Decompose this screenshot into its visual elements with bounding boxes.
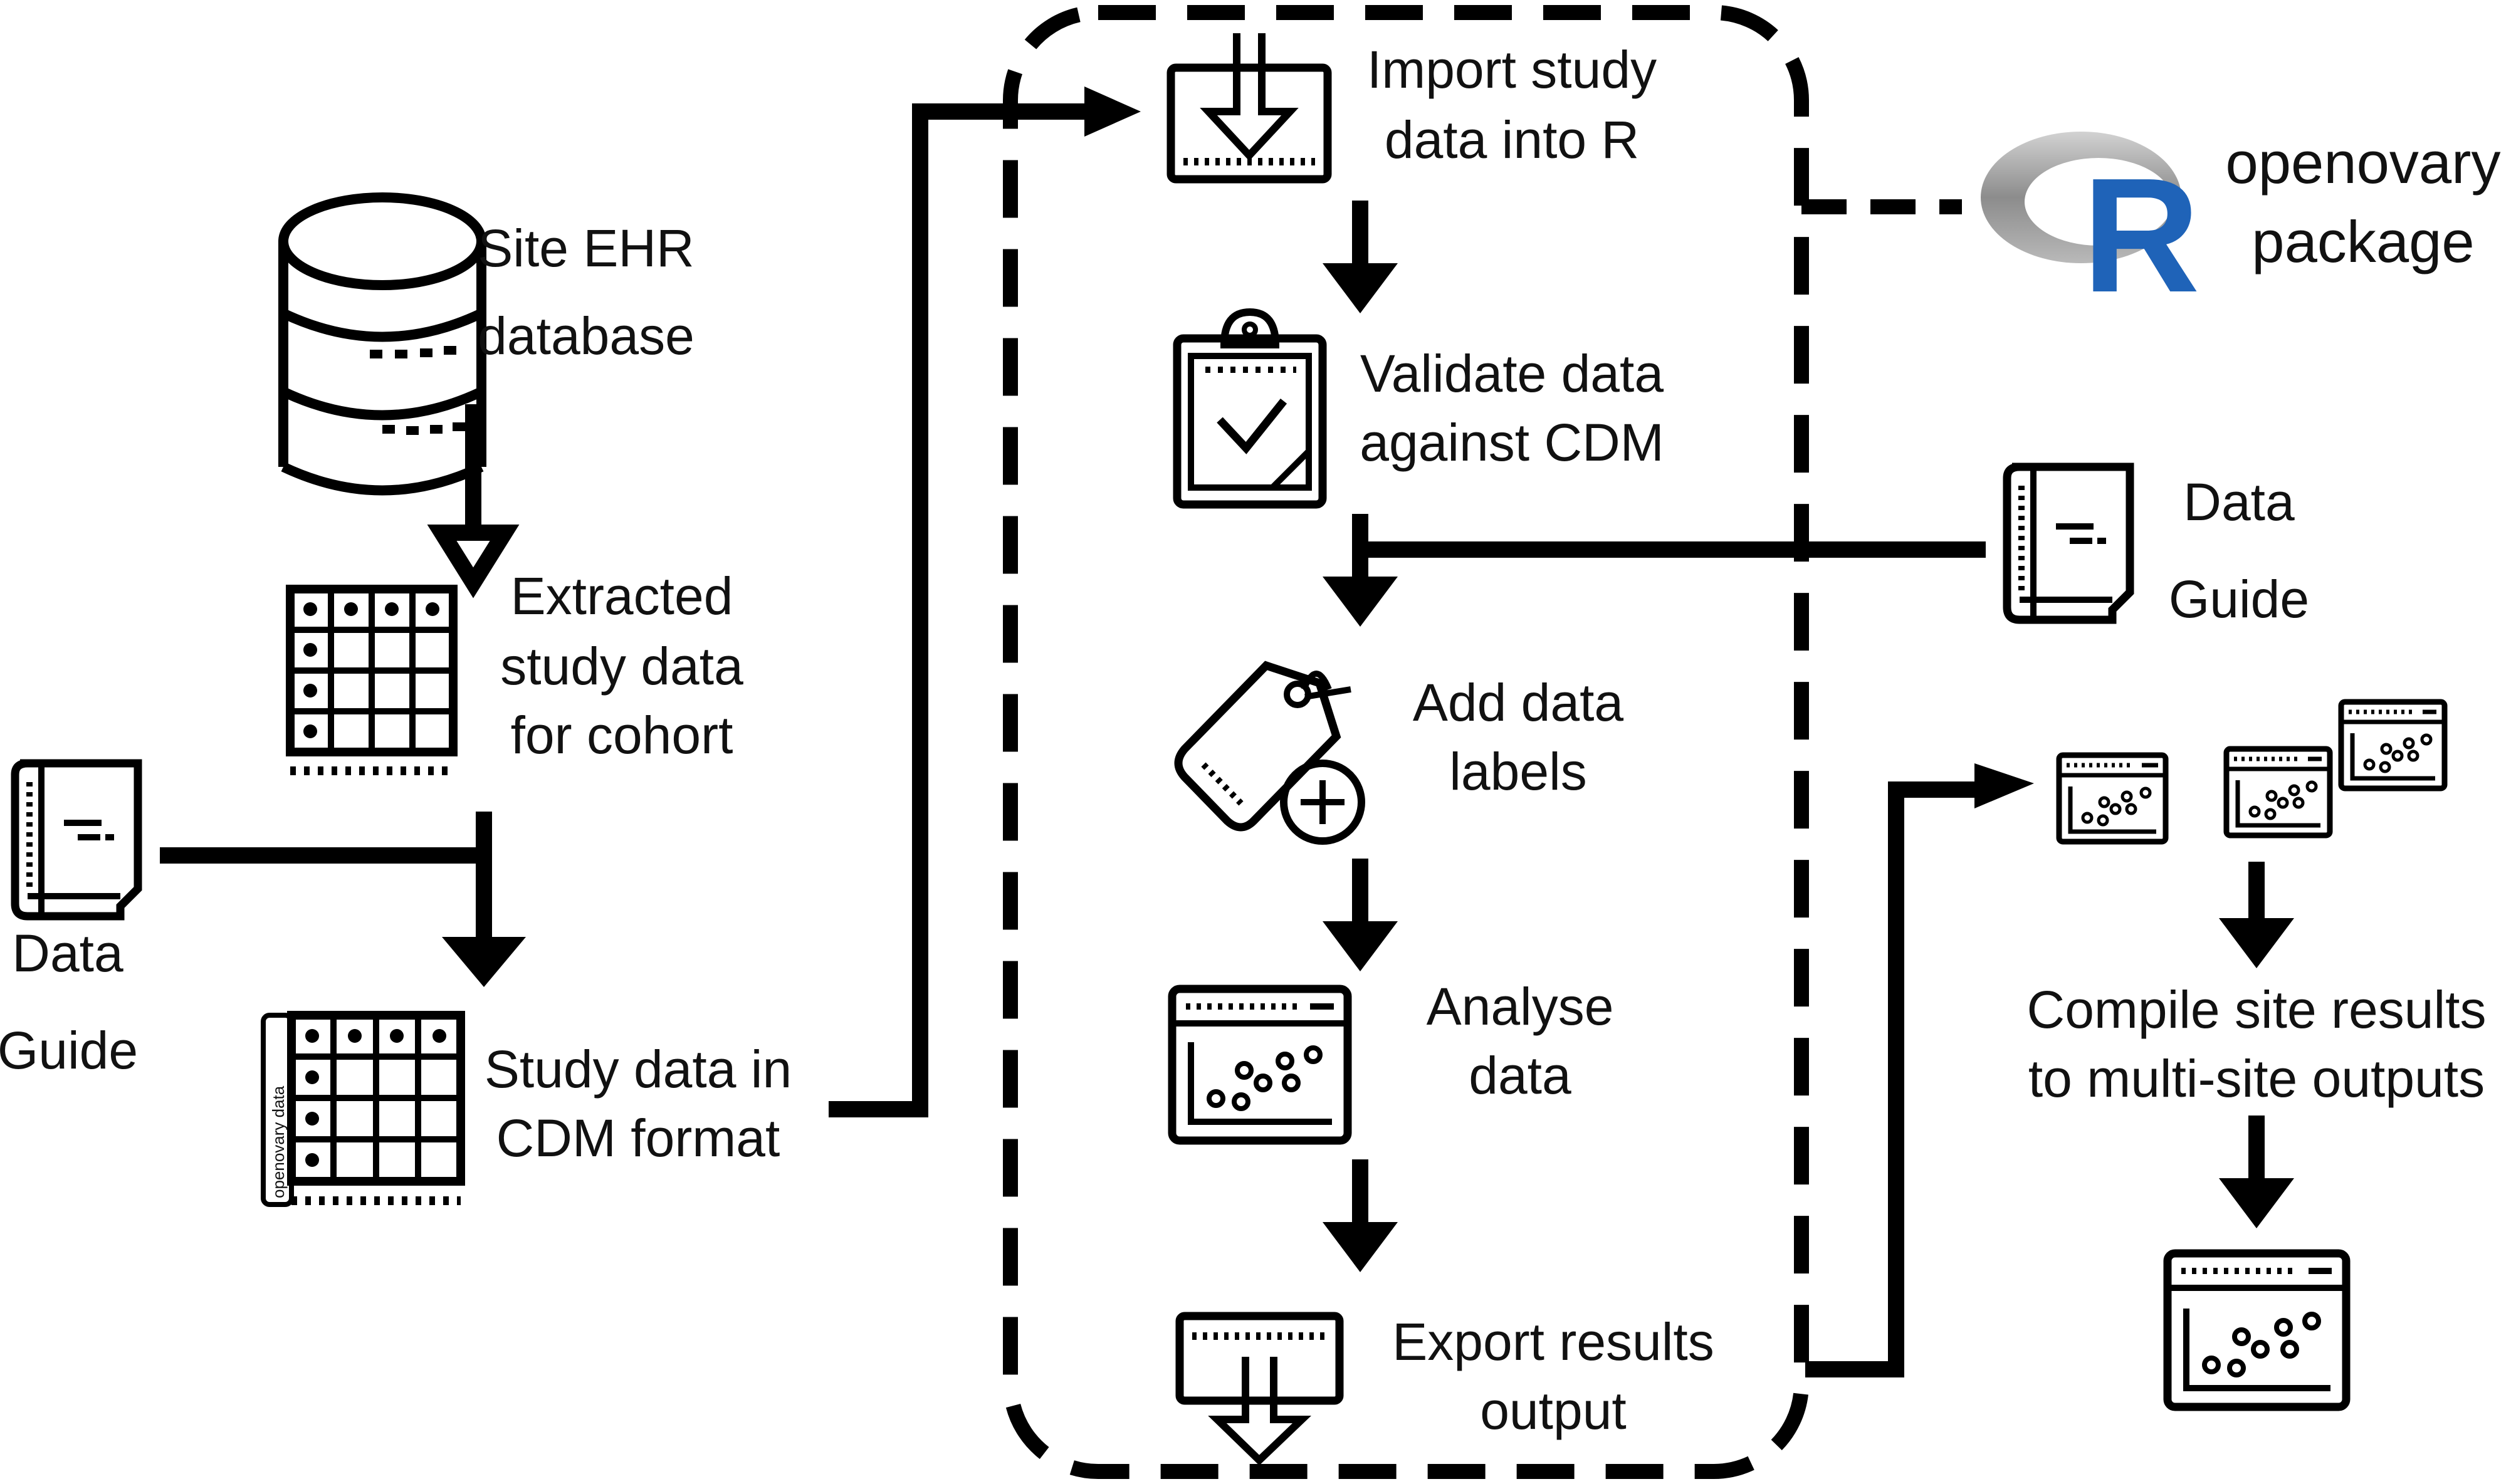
tag-add-icon bbox=[1174, 661, 1365, 845]
database-icon bbox=[278, 192, 486, 496]
left-guide-label-line1: Data bbox=[12, 924, 123, 983]
site-result-chart-2 bbox=[2223, 746, 2333, 839]
arrow-head-results bbox=[1974, 763, 2034, 808]
r-logo: R bbox=[1981, 132, 2200, 327]
validate-label-line2: against CDM bbox=[1360, 413, 1664, 472]
multi-site-output-chart bbox=[2163, 1249, 2351, 1411]
book-icon-left bbox=[11, 759, 142, 921]
arrow-export-to-results bbox=[1805, 781, 1974, 1377]
arrow-head-analyse bbox=[1323, 921, 1398, 971]
connectors bbox=[160, 86, 2294, 1377]
analyse-label-line2: data bbox=[1469, 1046, 1571, 1105]
arrow-to-cdm-data bbox=[442, 937, 526, 987]
import-label-line2: data into R bbox=[1385, 110, 1639, 169]
arrow-guide-to-cdm bbox=[160, 812, 492, 937]
arrow-head-compile bbox=[2219, 918, 2294, 968]
cdm-table-icon: openovary data bbox=[261, 1011, 465, 1207]
export-label-line1: Export results bbox=[1392, 1312, 1714, 1371]
arrow-cdm-to-import bbox=[829, 103, 1084, 1117]
right-guide-label-line2: Guide bbox=[2169, 570, 2309, 629]
r-logo-letter: R bbox=[2082, 145, 2200, 327]
ehr-label-line1: Site EHR bbox=[478, 219, 694, 278]
clipboard-check-icon bbox=[1173, 308, 1327, 509]
site-result-chart-1 bbox=[2056, 752, 2169, 845]
arrow-db-to-extracted bbox=[427, 404, 520, 598]
left-guide-label-line2: Guide bbox=[0, 1021, 138, 1080]
arrow-validate-to-labels bbox=[1352, 514, 1986, 577]
book-icon-right bbox=[2003, 462, 2134, 624]
compile-label-line2: to multi-site outputs bbox=[2028, 1049, 2485, 1108]
import-icon bbox=[1166, 33, 1332, 184]
ehr-label-line2: database bbox=[478, 306, 695, 365]
arrow-head-import bbox=[1084, 86, 1141, 137]
package-label-line2: package bbox=[2252, 209, 2474, 274]
extracted-table-icon bbox=[286, 585, 458, 775]
arrow-head-validate bbox=[1323, 263, 1398, 313]
export-label-line2: output bbox=[1480, 1381, 1627, 1440]
package-boundary bbox=[1003, 5, 1809, 1479]
analyse-label-line1: Analyse bbox=[1427, 977, 1614, 1036]
analyse-chart-icon bbox=[1168, 985, 1352, 1145]
cdm-label-line1: Study data in bbox=[485, 1040, 792, 1099]
extracted-label-line2: study data bbox=[500, 637, 743, 696]
labels-label-line2: labels bbox=[1449, 742, 1586, 801]
right-guide-label-line1: Data bbox=[2183, 473, 2295, 531]
compile-label-line1: Compile site results bbox=[2027, 980, 2487, 1039]
site-result-chart-3 bbox=[2338, 699, 2448, 792]
labels-label-line1: Add data bbox=[1413, 673, 1624, 732]
cdm-sheet-tab: openovary data bbox=[269, 1085, 288, 1198]
export-icon bbox=[1175, 1312, 1344, 1466]
validate-label-line1: Validate data bbox=[1360, 344, 1664, 403]
arrow-head-labels bbox=[1323, 577, 1398, 627]
import-label-line1: Import study bbox=[1367, 40, 1657, 99]
extracted-label-line3: for cohort bbox=[511, 706, 733, 765]
package-label-line1: openovary bbox=[2226, 130, 2501, 196]
cdm-label-line2: CDM format bbox=[496, 1109, 780, 1168]
extracted-label-line1: Extracted bbox=[511, 567, 733, 625]
arrow-head-final bbox=[2219, 1178, 2294, 1228]
arrow-head-export bbox=[1323, 1222, 1398, 1272]
